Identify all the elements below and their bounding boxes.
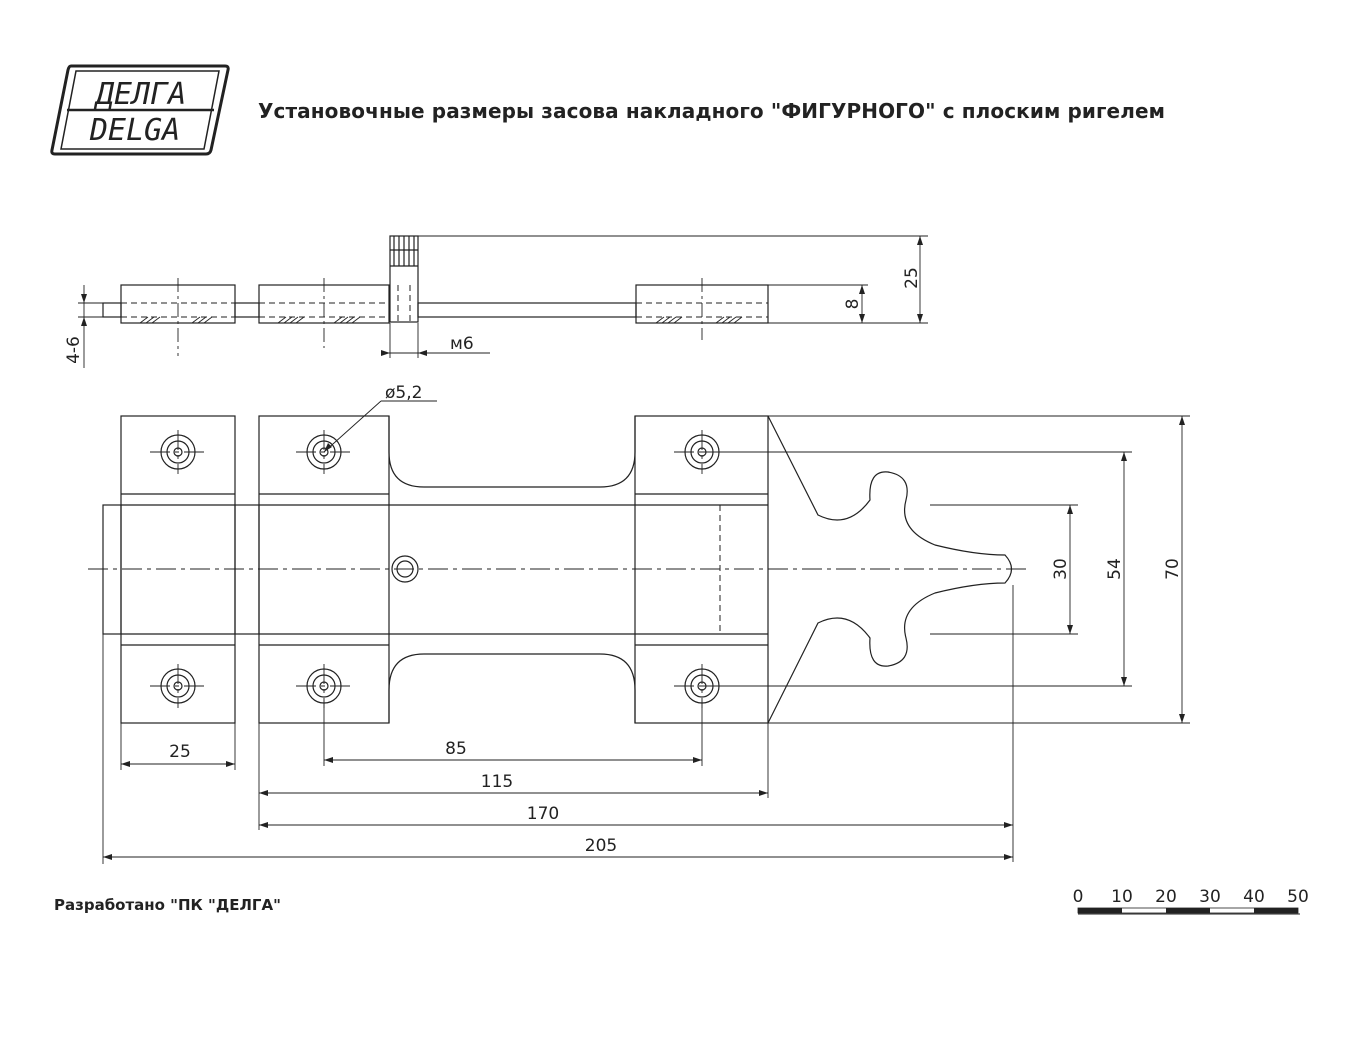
dim-30: 30 xyxy=(1051,558,1071,580)
dim-115: 115 xyxy=(481,772,513,792)
scale-label: 10 xyxy=(1111,887,1133,907)
dim-25: 25 xyxy=(169,742,191,762)
dim-rod-diameter: 4-6 xyxy=(64,336,84,364)
dim-170: 170 xyxy=(527,804,559,824)
logo-text-latin: DELGA xyxy=(89,113,180,148)
scale-label: 40 xyxy=(1243,887,1265,907)
delga-logo-graphic: ДЕЛГА DELGA xyxy=(50,64,230,156)
scale-label: 50 xyxy=(1287,887,1309,907)
scale-label: 20 xyxy=(1155,887,1177,907)
dim-total-height: 25 xyxy=(902,267,922,289)
dim-205: 205 xyxy=(585,836,617,856)
page-title: Установочные размеры засова накладного "… xyxy=(258,99,1166,123)
dim-thread: м6 xyxy=(450,334,474,354)
footer-credit: Разработано "ПК "ДЕЛГА" xyxy=(54,896,281,914)
dim-70: 70 xyxy=(1163,558,1183,580)
logo-text-cyrillic: ДЕЛГА xyxy=(93,77,186,112)
delga-logo: ДЕЛГА DELGA xyxy=(49,60,231,160)
dim-54: 54 xyxy=(1105,558,1125,580)
dim-85: 85 xyxy=(445,739,467,759)
scale-label: 0 xyxy=(1073,887,1084,907)
top-view: ø5,2 30 54 70 25 85 115 170 205 xyxy=(88,383,1190,864)
scale-label: 30 xyxy=(1199,887,1221,907)
dim-bar-thickness: 8 xyxy=(843,299,863,310)
dim-hole-diameter: ø5,2 xyxy=(385,383,422,403)
scale-bar: 0 10 20 30 40 50 xyxy=(1073,887,1309,915)
side-view: 25 8 м6 4-6 xyxy=(64,235,928,368)
